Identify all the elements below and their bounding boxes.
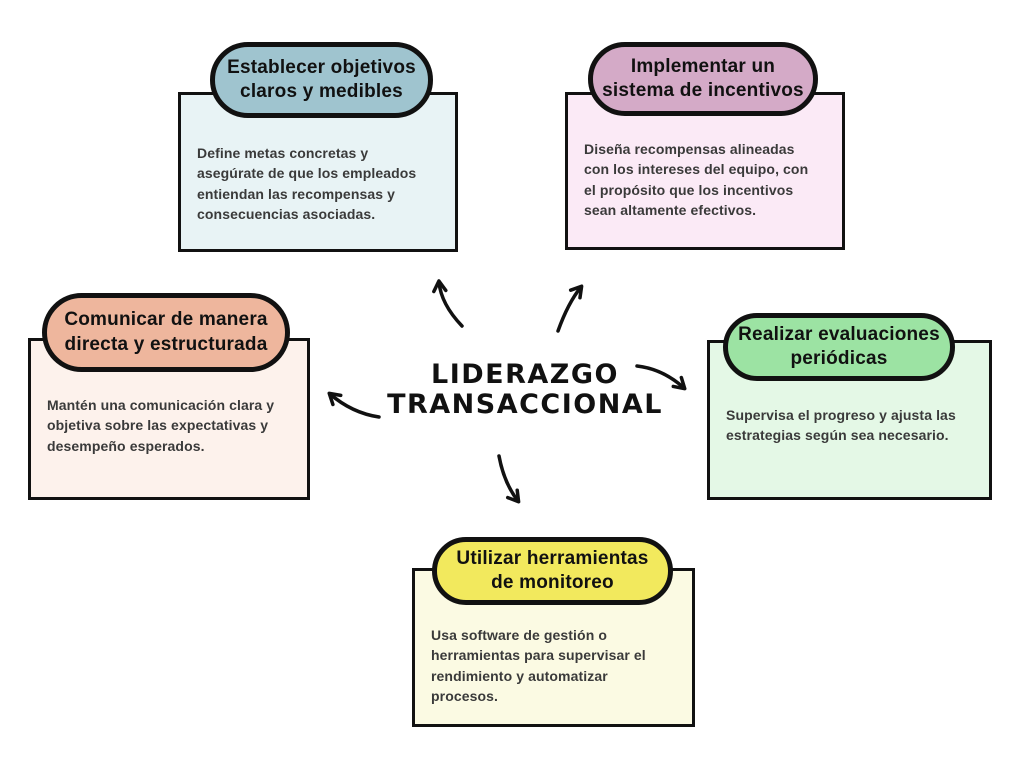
node-body: Define metas concretas y asegúrate de qu…: [178, 92, 458, 252]
node-description: Usa software de gestión o herramientas p…: [431, 627, 646, 704]
node-header-label: Comunicar de manera directa y estructura…: [64, 309, 268, 355]
node-header: Comunicar de manera directa y estructura…: [42, 293, 290, 372]
node-body: Diseña recompensas alineadas con los int…: [565, 92, 845, 250]
node-description: Supervisa el progreso y ajusta las estra…: [726, 407, 956, 444]
node-description: Diseña recompensas alineadas con los int…: [584, 141, 809, 218]
node-header: Implementar un sistema de incentivos: [588, 42, 818, 116]
node-header-label: Realizar evaluaciones periódicas: [738, 323, 940, 369]
arrow-to-implementar-incentivos: [556, 284, 584, 333]
node-header: Establecer objetivos claros y medibles: [210, 42, 433, 118]
node-description: Mantén una comunicación clara y objetiva…: [47, 397, 275, 454]
node-header: Realizar evaluaciones periódicas: [723, 313, 955, 381]
arrow-to-establecer-objetivos: [432, 279, 464, 328]
central-topic-title: LIDERAZGO TRANSACCIONAL: [387, 359, 663, 421]
node-description: Define metas concretas y asegúrate de qu…: [197, 145, 417, 222]
node-header-label: Establecer objetivos claros y medibles: [227, 56, 416, 102]
node-header-label: Utilizar herramientas de monitoreo: [456, 547, 649, 593]
arrow-to-realizar-evaluaciones: [635, 364, 687, 391]
arrow-to-comunicar-directa: [327, 391, 381, 419]
arrow-to-utilizar-herramientas: [497, 454, 521, 504]
node-header: Utilizar herramientas de monitoreo: [432, 537, 673, 605]
node-header-label: Implementar un sistema de incentivos: [602, 55, 804, 101]
